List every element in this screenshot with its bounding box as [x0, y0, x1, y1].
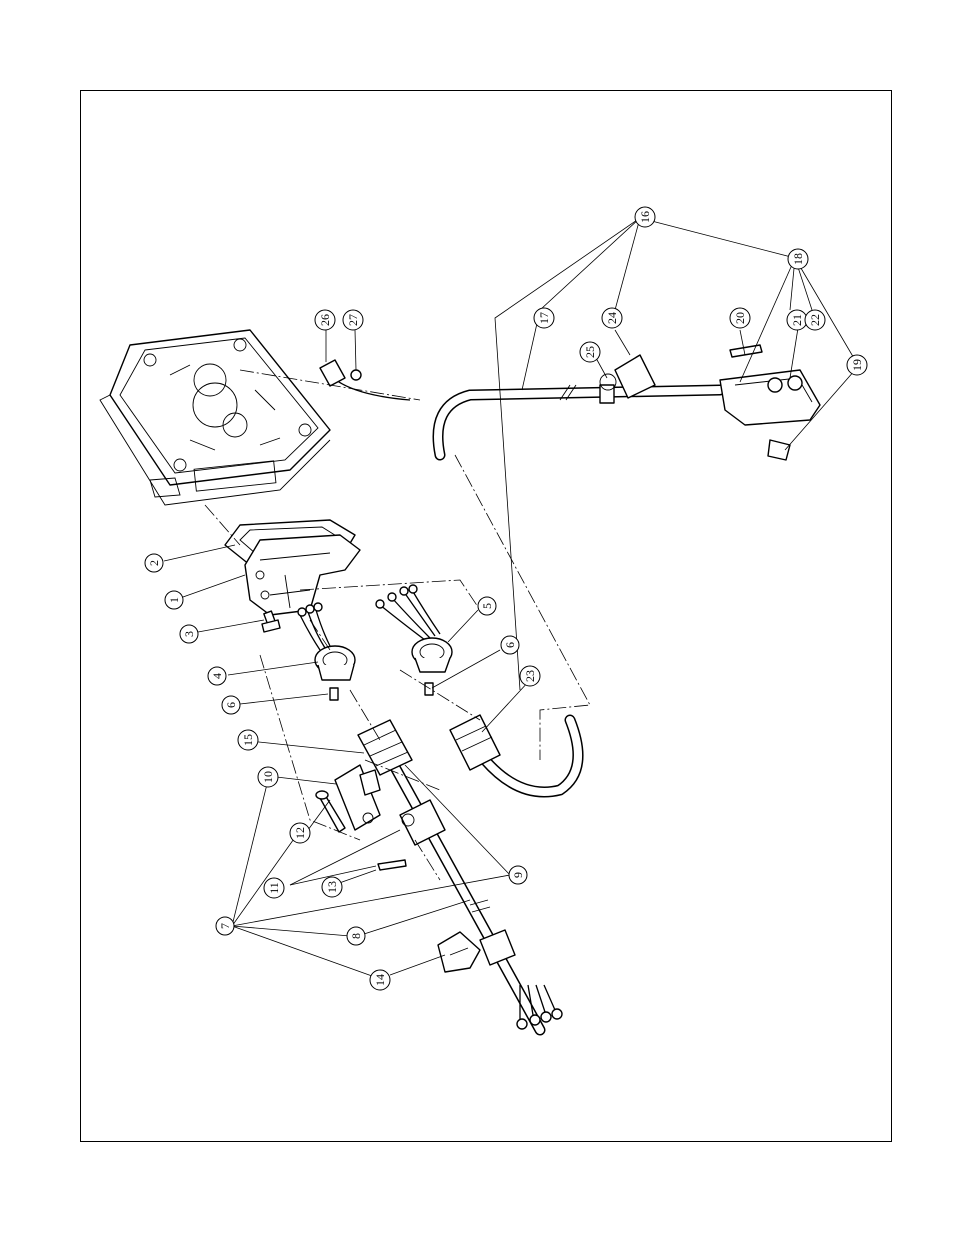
- connector-23: [450, 715, 578, 792]
- svg-text:7: 7: [218, 923, 232, 929]
- svg-text:20: 20: [733, 312, 747, 324]
- callout-6b: 6: [501, 636, 519, 654]
- svg-text:1: 1: [167, 597, 181, 603]
- svg-text:21: 21: [790, 314, 804, 326]
- callout-7: 7: [216, 917, 234, 935]
- callout-20: 20: [730, 308, 750, 328]
- motor-housing: [100, 330, 330, 505]
- callout-23: 23: [520, 666, 540, 686]
- connector-5: [376, 585, 452, 672]
- connector-4: [298, 603, 355, 680]
- svg-text:2: 2: [147, 560, 161, 566]
- callout-10: 10: [258, 767, 278, 787]
- svg-text:12: 12: [293, 827, 307, 839]
- svg-text:6: 6: [224, 702, 238, 708]
- callout-26: 26: [315, 310, 335, 330]
- callout-25: 25: [580, 342, 600, 362]
- callout-15: 15: [238, 730, 258, 750]
- svg-text:17: 17: [537, 312, 551, 324]
- callout-21: 21: [787, 310, 807, 330]
- cable-17: [438, 385, 720, 455]
- svg-text:19: 19: [850, 359, 864, 371]
- callout-27: 27: [343, 310, 363, 330]
- screw-6b: [425, 683, 433, 695]
- pendant-switch: [720, 345, 820, 460]
- svg-text:26: 26: [318, 314, 332, 326]
- callout-4: 4: [208, 667, 226, 685]
- svg-text:15: 15: [241, 734, 255, 746]
- callout-8: 8: [347, 927, 365, 945]
- svg-text:6: 6: [503, 642, 517, 648]
- clamp-15: [335, 765, 380, 830]
- svg-text:24: 24: [605, 312, 619, 324]
- pin-13: [378, 860, 406, 870]
- svg-text:11: 11: [267, 882, 281, 894]
- callout-12: 12: [290, 823, 310, 843]
- callout-2: 2: [145, 554, 163, 572]
- svg-text:27: 27: [346, 314, 360, 326]
- svg-text:14: 14: [373, 974, 387, 986]
- callout-9: 9: [509, 866, 527, 884]
- svg-text:25: 25: [583, 346, 597, 358]
- svg-text:9: 9: [511, 872, 525, 878]
- callout-1: 1: [165, 591, 183, 609]
- svg-text:13: 13: [325, 881, 339, 893]
- screw-6a: [330, 688, 338, 700]
- callout-11: 11: [264, 878, 284, 898]
- bracket-assembly: [225, 520, 360, 615]
- callout-14: 14: [370, 970, 390, 990]
- callout-17: 17: [534, 308, 554, 328]
- callout-16: 16: [635, 207, 655, 227]
- svg-text:16: 16: [638, 211, 652, 223]
- svg-text:10: 10: [261, 771, 275, 783]
- callout-5: 5: [478, 597, 496, 615]
- svg-text:3: 3: [182, 631, 196, 637]
- callout-19: 19: [847, 355, 867, 375]
- svg-text:5: 5: [480, 603, 494, 609]
- callout-6a: 6: [222, 696, 240, 714]
- callout-3: 3: [180, 625, 198, 643]
- screw-12: [316, 791, 345, 832]
- svg-text:23: 23: [523, 670, 537, 682]
- callout-24: 24: [602, 308, 622, 328]
- callout-13: 13: [322, 877, 342, 897]
- svg-text:22: 22: [808, 314, 822, 326]
- callout-22: 22: [805, 310, 825, 330]
- svg-text:4: 4: [210, 673, 224, 679]
- svg-text:18: 18: [791, 253, 805, 265]
- callout-18: 18: [788, 249, 808, 269]
- svg-text:8: 8: [349, 933, 363, 939]
- terminal-cable-26: [320, 360, 410, 400]
